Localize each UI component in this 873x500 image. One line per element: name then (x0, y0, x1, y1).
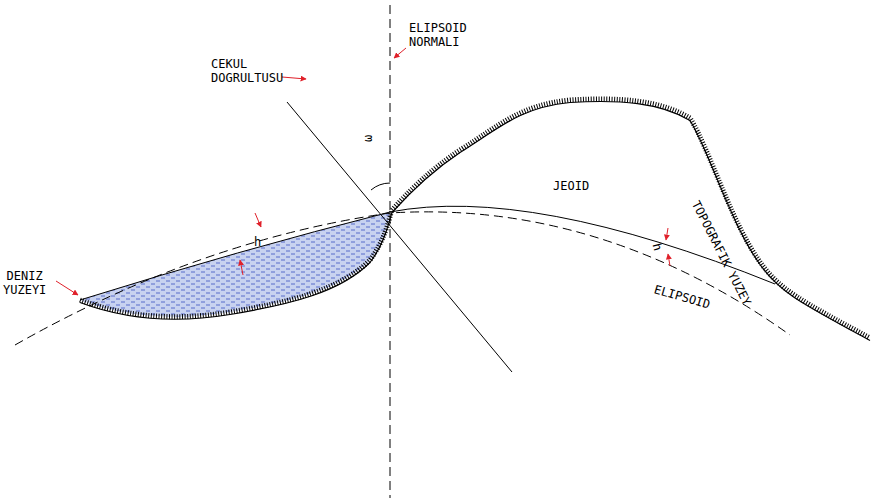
angle-arc (371, 183, 390, 190)
height-symbol: h (253, 236, 262, 250)
ellipsoid-curve (15, 212, 790, 345)
sea-label: DENIZ YUZEYI (2, 270, 47, 298)
topographic-surface (80, 99, 870, 341)
ellipsoid-label: ELIPSOID (651, 283, 712, 313)
ellipsoid-normal (390, 5, 391, 498)
normal-label: ELIPSOID NORMALI (408, 22, 468, 50)
geoid-label: JEOID (552, 180, 590, 194)
topography-label: TOPOGRAFIK YUZEY (688, 198, 754, 309)
undulation-symbol: h (649, 241, 665, 253)
leader-arrows (56, 48, 670, 295)
plumb-label: CEKUL DOGRULTUSU (210, 58, 284, 86)
plumb-line (287, 102, 512, 372)
angle-symbol: ω (362, 134, 376, 143)
sea-fill (80, 212, 390, 317)
geoid-curve (80, 206, 775, 300)
